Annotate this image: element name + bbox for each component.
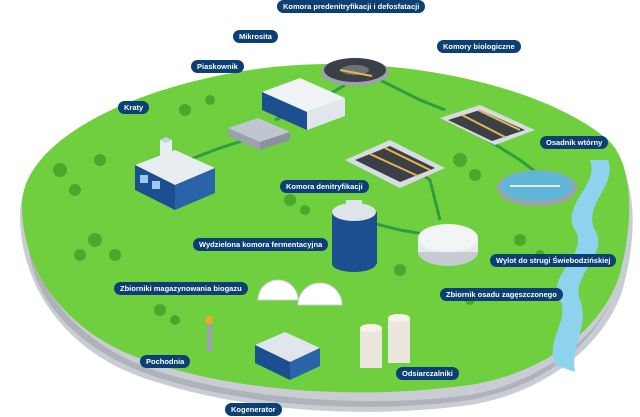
- trees: [53, 95, 545, 325]
- label-piaskownik: Piaskownik: [191, 60, 244, 73]
- komora-denitryfikacji-basin: [345, 140, 445, 188]
- kraty-building: [135, 137, 215, 210]
- zbiorniki-biogazu-domes: [257, 279, 343, 306]
- label-komora-predenitryfikacji: Komora predenitryfikacji i defosfatacji: [277, 0, 426, 13]
- pochodnia-flare: [205, 316, 213, 352]
- osadnik-wtorny-tank: [497, 170, 577, 206]
- komora-predenitryfikacji-tank: [321, 58, 389, 86]
- label-odsiarczalniki: Odsiarczalniki: [396, 367, 459, 380]
- island-grass: [22, 64, 630, 393]
- label-pochodnia: Pochodnia: [140, 355, 191, 368]
- label-kraty: Kraty: [118, 101, 150, 114]
- label-mikrosita: Mikrosita: [233, 30, 278, 43]
- label-zbiorniki-biogazu: Zbiorniki magazynowania biogazu: [114, 282, 248, 295]
- mikrosita-building: [262, 78, 345, 130]
- komora-fermentacyjna-tank: [332, 200, 377, 272]
- zbiornik-osadu-tank: [418, 224, 478, 266]
- label-zbiornik-osadu: Zbiornik osadu zagęszczonego: [440, 288, 563, 301]
- odsiarczalniki-tanks: [360, 314, 410, 368]
- label-osadnik-wtorny: Osadnik wtórny: [540, 136, 609, 149]
- label-komory-biologiczne: Komory biologiczne: [437, 40, 521, 53]
- label-komora-denitryfikacji: Komora denitryfikacji: [280, 180, 369, 193]
- label-wylot: Wylot do strugi Świebodzińskiej: [490, 254, 617, 267]
- label-wydzielona-komora-fermentacyjna: Wydzielona komora fermentacyjna: [193, 238, 329, 251]
- label-kogenerator: Kogenerator: [225, 403, 282, 416]
- komory-biologiczne-basin: [440, 105, 535, 145]
- kogenerator-unit: [255, 332, 320, 380]
- piaskownik-unit: [228, 118, 290, 150]
